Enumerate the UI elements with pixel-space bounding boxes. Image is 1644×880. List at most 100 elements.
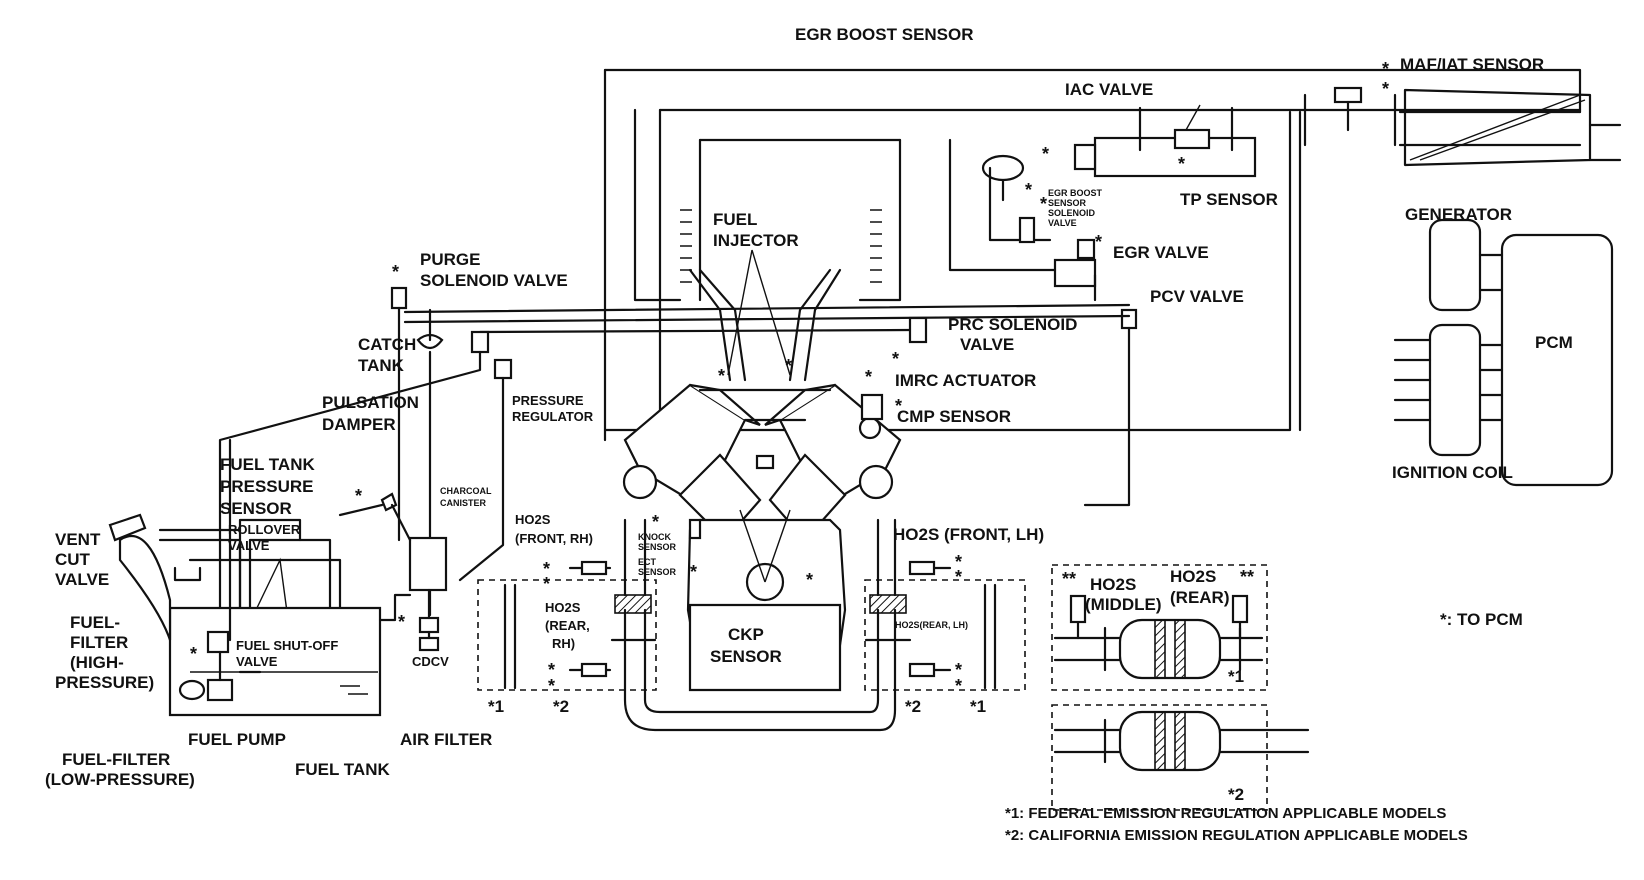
engine-block — [622, 383, 902, 692]
fuel-shutoff-label-1: FUEL SHUT-OFF — [236, 638, 338, 653]
egr-boost-solenoid-shape — [1018, 216, 1036, 244]
fuel-filter-hp-label-3: (HIGH- — [70, 653, 124, 672]
asterisk-marker: * — [1095, 232, 1102, 252]
asterisk-marker: * — [543, 574, 550, 594]
pressure-regulator-label-1: PRESSURE — [512, 393, 584, 408]
tp-sensor-label: TP SENSOR — [1180, 190, 1278, 209]
exhaust-system — [477, 518, 1310, 811]
ho2s-front-rh-label-2: (FRONT, RH) — [515, 531, 593, 546]
fuel-filter-low-shape — [178, 679, 206, 701]
ho2s-middle-label-2: (MIDDLE) — [1085, 595, 1161, 614]
fuel-filter-hp-label-4: PRESSURE) — [55, 673, 154, 692]
generator-label: GENERATOR — [1405, 205, 1512, 224]
catch-tank-label-1: CATCH — [358, 335, 416, 354]
mark-2b: *2 — [905, 697, 921, 716]
vent-cut-valve-label-1: VENT — [55, 530, 101, 549]
to-pcm-label: *: TO PCM — [1440, 610, 1523, 629]
mark-1b: *1 — [970, 697, 986, 716]
vent-cut-valve-label-3: VALVE — [55, 570, 109, 589]
ect-sensor-label-1: ECT — [638, 557, 657, 567]
intake-system — [403, 68, 1622, 507]
footnote-federal: *1: FEDERAL EMISSION REGULATION APPLICAB… — [1005, 805, 1446, 822]
air-filter-label: AIR FILTER — [400, 730, 492, 749]
fuel-filter-hp-label-2: FILTER — [70, 633, 128, 652]
knock-sensor-label-1: KNOCK — [638, 532, 671, 542]
fuel-evap-system — [108, 286, 513, 717]
asterisk-marker: * — [895, 396, 902, 416]
fuel-tank-pressure-label-2: PRESSURE — [220, 477, 314, 496]
pcm-label: PCM — [1535, 333, 1573, 352]
fuel-filter-lp-label-2: (LOW-PRESSURE) — [45, 770, 195, 789]
fuel-pump-shape — [206, 678, 234, 702]
iac-valve-label: IAC VALVE — [1065, 80, 1153, 99]
asterisk-marker: * — [718, 366, 725, 386]
asterisk-marker: * — [955, 660, 962, 680]
rollover-valve-label-1: ROLLOVER — [228, 522, 301, 537]
ho2s-front-lh-label: HO2S (FRONT, LH) — [893, 525, 1044, 544]
maf-iat-sensor-label: MAF/IAT SENSOR — [1400, 55, 1544, 74]
purge-solenoid-shape — [390, 286, 408, 310]
plenum-fins — [680, 209, 882, 283]
pre-catalyst-lh — [869, 594, 907, 614]
fuel-pump-label: FUEL PUMP — [188, 730, 286, 749]
ho2s-rear-label-1: HO2S — [1170, 567, 1216, 586]
pcm-shape — [1500, 233, 1614, 487]
asterisk-marker: * — [548, 660, 555, 680]
fuel-shutoff-label-2: VALVE — [236, 654, 278, 669]
asterisk-marker: * — [955, 552, 962, 572]
catch-tank-shape — [416, 333, 444, 350]
egr-valve-shape — [1053, 258, 1097, 288]
fuel-injector-label-1: FUEL — [713, 210, 757, 229]
prc-solenoid-label-1: PRC SOLENOID — [948, 315, 1077, 334]
region-federal — [1051, 564, 1268, 691]
asterisk-marker: * — [548, 676, 555, 696]
mark-2c: *2 — [1228, 785, 1244, 804]
ckp-sensor-label-1: CKP — [728, 625, 764, 644]
charcoal-canister-shape — [408, 536, 448, 592]
pcv-valve-label: PCV VALVE — [1150, 287, 1244, 306]
fuel-filter-high-shape — [206, 630, 230, 654]
fuel-tank-label: FUEL TANK — [295, 760, 390, 779]
egr-boost-solenoid-label-3: SOLENOID — [1048, 208, 1096, 218]
asterisk-marker: * — [398, 612, 405, 632]
prc-solenoid-shape — [908, 316, 928, 344]
region-lh — [864, 579, 1026, 691]
pcm-electrical — [1393, 218, 1614, 487]
pcm-connection-markers: * * * * * * * * * * * * * * * * * * * * … — [190, 59, 1389, 696]
asterisk-marker: * — [190, 644, 197, 664]
prc-solenoid-label-2: VALVE — [960, 335, 1014, 354]
purge-solenoid-label-1: PURGE — [420, 250, 480, 269]
mark-1a: *1 — [488, 697, 504, 716]
asterisk-marker: * — [1042, 144, 1049, 164]
mark-2a: *2 — [553, 697, 569, 716]
ho2s-rear-rh-label-3: RH) — [552, 636, 575, 651]
pulsation-damper-label-1: PULSATION — [322, 393, 419, 412]
region-rh — [477, 579, 657, 691]
pressure-regulator-label-2: REGULATOR — [512, 409, 594, 424]
asterisk-marker: * — [892, 349, 899, 369]
fuel-filter-lp-label-1: FUEL-FILTER — [62, 750, 170, 769]
footnote-california: *2: CALIFORNIA EMISSION REGULATION APPLI… — [1005, 827, 1468, 844]
egr-boost-sensor-label: EGR BOOST SENSOR — [795, 25, 974, 44]
imrc-actuator-label: IMRC ACTUATOR — [895, 371, 1036, 390]
pre-catalyst-rh — [614, 594, 652, 614]
cmp-sensor-label: CMP SENSOR — [897, 407, 1011, 426]
tp-sensor-shape — [1173, 128, 1211, 150]
mark-1c: *1 — [1228, 667, 1244, 686]
ho2s-front-rh-label-1: HO2S — [515, 512, 551, 527]
region-california — [1051, 704, 1268, 811]
catch-tank-label-2: TANK — [358, 356, 405, 375]
charcoal-canister-label-1: CHARCOAL — [440, 486, 492, 496]
cdcv-label: CDCV — [412, 654, 449, 669]
pcv-valve-shape — [1120, 308, 1138, 330]
fuel-tank-pressure-label-1: FUEL TANK — [220, 455, 315, 474]
ho2s-middle-label-1: HO2S — [1090, 575, 1136, 594]
ignition-coil-label: IGNITION COIL — [1392, 463, 1513, 482]
imrc-actuator-shape — [860, 393, 884, 421]
asterisk-marker: * — [652, 512, 659, 532]
labels: EGR BOOST SENSOR MAF/IAT SENSOR IAC VALV… — [45, 25, 1573, 844]
ignition-coil-shape — [1428, 323, 1482, 457]
generator-shape — [1428, 218, 1482, 312]
